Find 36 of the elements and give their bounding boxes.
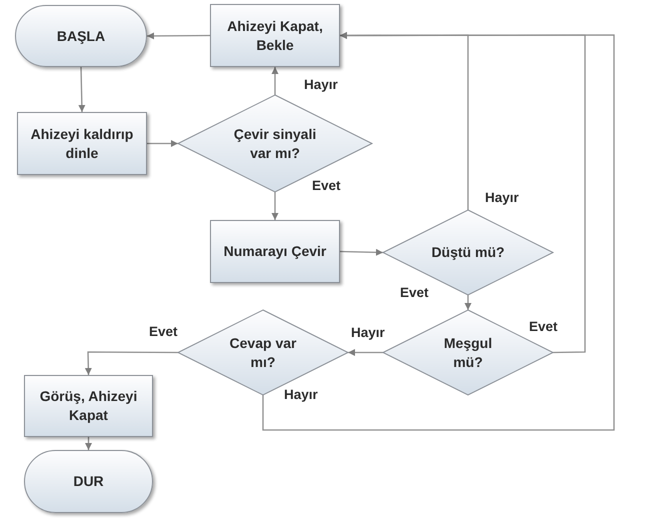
- terminal-shape: [15, 5, 147, 67]
- edge-label: Hayır: [350, 325, 386, 340]
- node-label: DUR: [72, 472, 105, 491]
- arrow: [147, 140, 178, 147]
- edge-label: Hayır: [303, 77, 339, 92]
- arrow: [262, 32, 615, 431]
- node-label: Çevir sinyali var mı?: [232, 124, 318, 162]
- decision-diamond: [178, 95, 372, 192]
- node-label: Meşgul mü?: [442, 334, 494, 372]
- arrow: [272, 192, 278, 220]
- edge-label: Hayır: [484, 190, 520, 205]
- node-label: Ahizeyi Kapat, Bekle: [226, 16, 324, 54]
- arrow: [85, 437, 92, 450]
- arrow: [78, 66, 86, 112]
- arrow: [84, 351, 178, 376]
- node-label: Numarayı Çevir: [222, 242, 328, 261]
- edge-label: Evet: [311, 178, 342, 193]
- process-box: [210, 4, 340, 67]
- arrow: [340, 248, 384, 256]
- process-box: [210, 220, 340, 283]
- node-label: Cevap var mı?: [228, 334, 298, 372]
- arrow: [272, 67, 278, 95]
- arrow: [348, 349, 383, 356]
- edge-label: Evet: [148, 324, 179, 339]
- node-label: Düştü mü?: [430, 243, 506, 262]
- edge-label: Hayır: [283, 387, 319, 402]
- node-label: Görüş, Ahizeyi Kapat: [38, 387, 138, 425]
- node-label: Ahizeyi kaldırıp dinle: [30, 124, 134, 162]
- edge-label: Evet: [399, 285, 430, 300]
- arrow: [147, 32, 210, 40]
- node-label: BAŞLA: [56, 26, 106, 46]
- arrow: [464, 295, 472, 310]
- process-box: [24, 375, 153, 437]
- terminal-shape: [24, 450, 153, 513]
- edge-label: Evet: [528, 319, 559, 334]
- process-box: [17, 112, 147, 175]
